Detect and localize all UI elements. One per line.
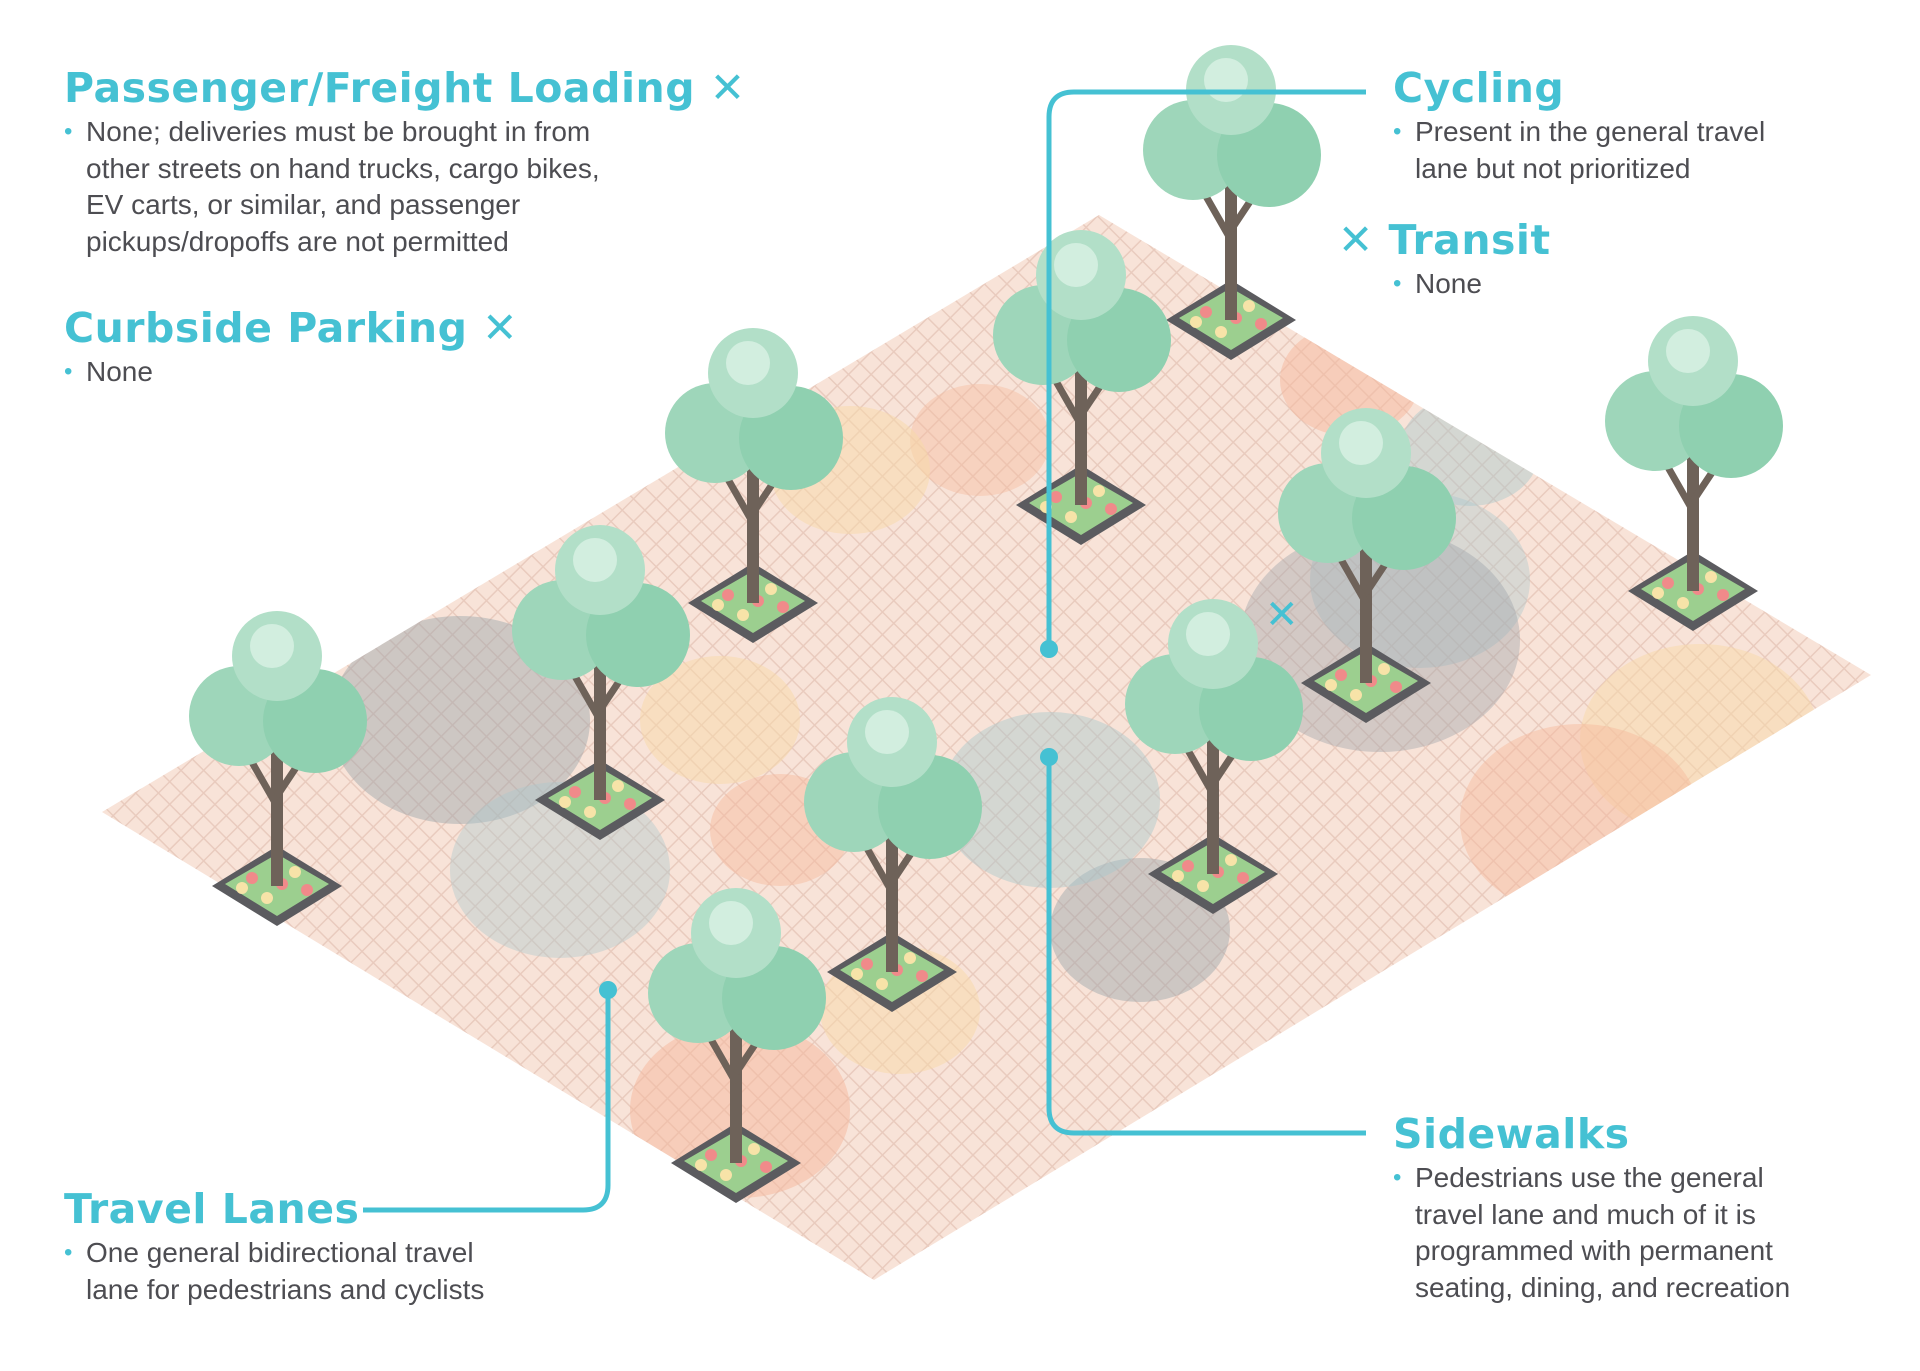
tree-icon	[665, 328, 843, 643]
cycling-callout-dot	[1040, 640, 1058, 658]
loading-text-line: other streets on hand trucks, cargo bike…	[86, 152, 600, 184]
tree-icon	[1605, 316, 1783, 631]
travel-lanes-title: Travel Lanes	[64, 1185, 360, 1233]
parking-title: Curbside Parking	[64, 304, 468, 352]
x-icon: ✕	[709, 63, 746, 112]
tree-icon	[804, 697, 982, 1012]
cycling-text-line: lane but not prioritized	[1415, 152, 1691, 184]
bullet: •	[1393, 118, 1402, 145]
bullet: •	[64, 118, 73, 145]
transit-text-line: None	[1415, 268, 1482, 299]
transit-x-marker: ✕	[1265, 592, 1299, 638]
sidewalks-callout-line	[1046, 757, 1366, 1136]
tree-icon	[1278, 408, 1456, 723]
travel-lanes-section: Travel Lanes • One general bidirectional…	[64, 1185, 484, 1308]
sidewalks-text-line: seating, dining, and recreation	[1415, 1271, 1791, 1303]
bullet: •	[1393, 1164, 1402, 1191]
travel-lanes-callout-line	[363, 990, 611, 1213]
sidewalks-text-line: programmed with permanent	[1415, 1235, 1773, 1266]
bullet: •	[1393, 270, 1402, 297]
cycling-title: Cycling	[1393, 64, 1565, 112]
x-icon: ✕	[482, 303, 518, 352]
loading-text-line: None; deliveries must be brought in from	[86, 116, 591, 147]
tree-icon	[512, 525, 690, 840]
plaza-zone	[1460, 724, 1700, 916]
tree-icon	[648, 888, 826, 1203]
plaza-zone	[330, 616, 590, 824]
tree-icon	[189, 611, 367, 926]
sidewalks-callout-dot	[1040, 748, 1058, 766]
sidewalks-text-line: Pedestrians use the general	[1415, 1162, 1764, 1193]
travel-lanes-callout-dot	[599, 981, 617, 999]
loading-text-line: pickups/dropoffs are not permitted	[86, 225, 509, 257]
cycling-callout-line	[1046, 89, 1366, 649]
travel-lanes-text-line: One general bidirectional travel	[86, 1237, 474, 1268]
plaza-zone	[1240, 528, 1520, 752]
transit-section: ✕ Transit • None	[1338, 216, 1551, 303]
cycling-section: Cycling • Present in the general travel …	[1393, 64, 1765, 187]
bullet: •	[64, 1239, 73, 1266]
travel-lanes-text-line: lane for pedestrians and cyclists	[86, 1273, 485, 1305]
plaza-zone	[640, 656, 800, 784]
x-icon: ✕	[1338, 215, 1374, 264]
loading-text-line: EV carts, or similar, and passenger	[86, 189, 521, 220]
cycling-text-line: Present in the general travel	[1415, 116, 1766, 147]
callout-lines	[363, 89, 1366, 1213]
plaza-zone	[910, 384, 1050, 496]
parking-text-line: None	[86, 356, 153, 387]
sidewalks-title: Sidewalks	[1393, 1110, 1630, 1158]
loading-title: Passenger/Freight Loading	[64, 64, 696, 112]
bullet: •	[64, 358, 73, 385]
sidewalks-text-line: travel lane and much of it is	[1415, 1198, 1756, 1230]
transit-title: Transit	[1388, 216, 1551, 264]
tree-icon	[1125, 599, 1303, 914]
parking-section: Curbside Parking ✕ • None	[64, 304, 518, 391]
sidewalks-section: Sidewalks • Pedestrians use the general …	[1393, 1110, 1790, 1306]
loading-section: Passenger/Freight Loading ✕ • None; deli…	[64, 64, 746, 260]
